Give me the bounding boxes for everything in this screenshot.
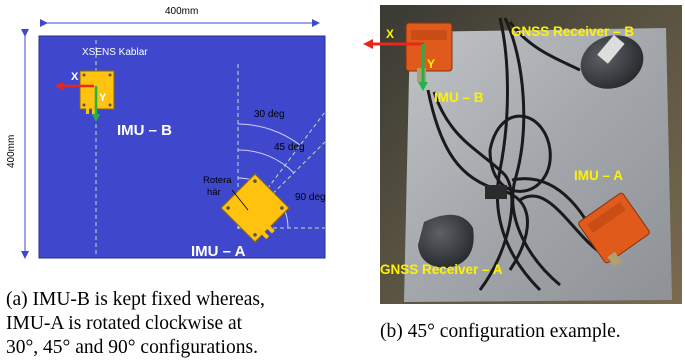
figure-a: 400mm 400mm XSENS Kablar 30 deg 45 deg 9… <box>6 6 356 360</box>
gnss-a-receiver <box>418 214 474 268</box>
cable-label: XSENS Kablar <box>82 47 148 58</box>
figure-a-schematic: 400mm 400mm XSENS Kablar 30 deg 45 deg 9… <box>6 6 326 260</box>
guide-45 <box>237 141 326 229</box>
angle-label-30: 30 deg <box>254 109 285 120</box>
figure-a-caption: (a) IMU-B is kept fixed whereas, IMU-A i… <box>6 288 356 360</box>
caption-a-line-2: IMU-A is rotated clockwise at <box>6 313 243 334</box>
photo-axis-x-label: X <box>386 27 394 41</box>
imu-a-photo-sensor <box>578 192 650 267</box>
figure-b: X Y GNSS Receiver – B IMU – B IMU – A GN… <box>360 0 685 364</box>
gnss-b-receiver <box>580 34 644 89</box>
arc-45 <box>237 149 295 174</box>
rotate-pointer <box>231 189 249 211</box>
photo-y-arrowhead <box>418 82 428 91</box>
caption-a-line-3: 30°, 45° and 90° configurations. <box>6 337 258 358</box>
imu-b-y-arrowhead <box>92 114 100 122</box>
figure-b-caption: (b) 45° configuration example. <box>380 321 621 342</box>
angle-label-90: 90 deg <box>295 192 326 203</box>
side-dimension-label: 400mm <box>6 135 17 168</box>
caption-a-line-1: (a) IMU-B is kept fixed whereas, <box>6 289 265 310</box>
gnss-b-label: GNSS Receiver – B <box>511 24 634 39</box>
imu-b-label: IMU – B <box>117 122 172 139</box>
imu-b-axis-y-label: Y <box>99 92 107 104</box>
photo-imu-b-label: IMU – B <box>434 90 484 105</box>
rotate-label-line1: Rotera <box>203 175 232 186</box>
imu-a-label: IMU – A <box>191 243 246 260</box>
photo-imu-a-label: IMU – A <box>574 168 623 183</box>
figure-b-photo: X Y GNSS Receiver – B IMU – B IMU – A GN… <box>363 5 682 304</box>
photo-axis-y-label: Y <box>427 57 435 71</box>
angle-label-45: 45 deg <box>274 142 305 153</box>
cable-clip <box>485 185 507 199</box>
imu-b-x-arrowhead <box>55 82 63 90</box>
cable-bundle <box>426 17 606 292</box>
imu-b-axis-x-label: X <box>71 71 79 83</box>
photo-x-arrowhead <box>363 39 373 49</box>
imu-a-sensor <box>220 173 290 243</box>
gnss-a-label: GNSS Receiver – A <box>380 262 503 277</box>
top-dimension-label: 400mm <box>165 6 198 17</box>
arc-30 <box>237 123 301 146</box>
rotate-label-line2: här <box>207 187 221 198</box>
